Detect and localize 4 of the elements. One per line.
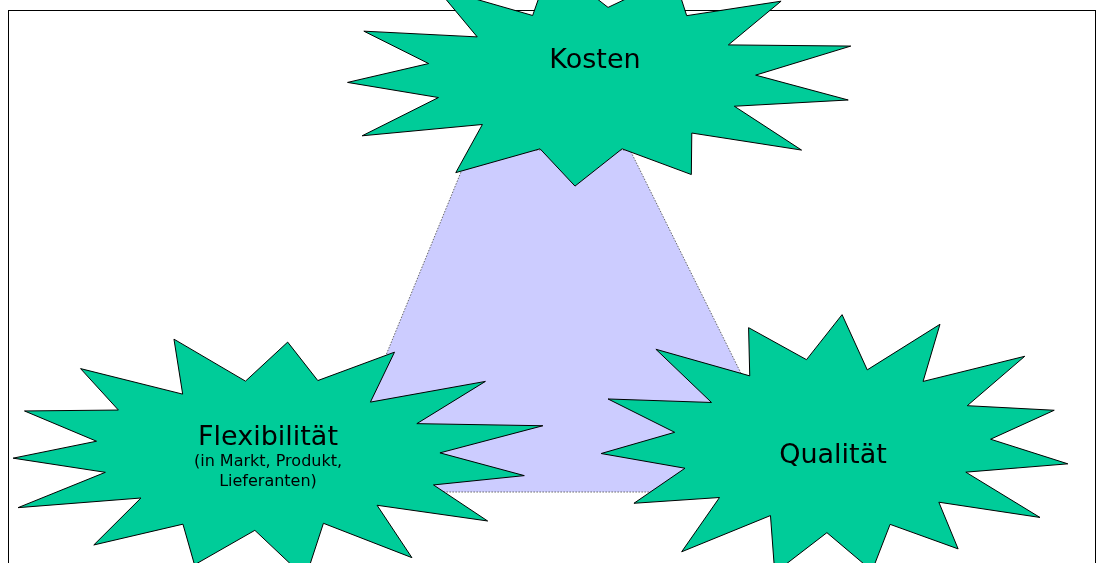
node-title: Kosten xyxy=(549,42,641,74)
node-title: Flexibilität xyxy=(198,419,338,451)
node-subtitle: (in Markt, Produkt, Lieferanten) xyxy=(192,450,344,491)
node-title: Qualität xyxy=(779,437,887,469)
